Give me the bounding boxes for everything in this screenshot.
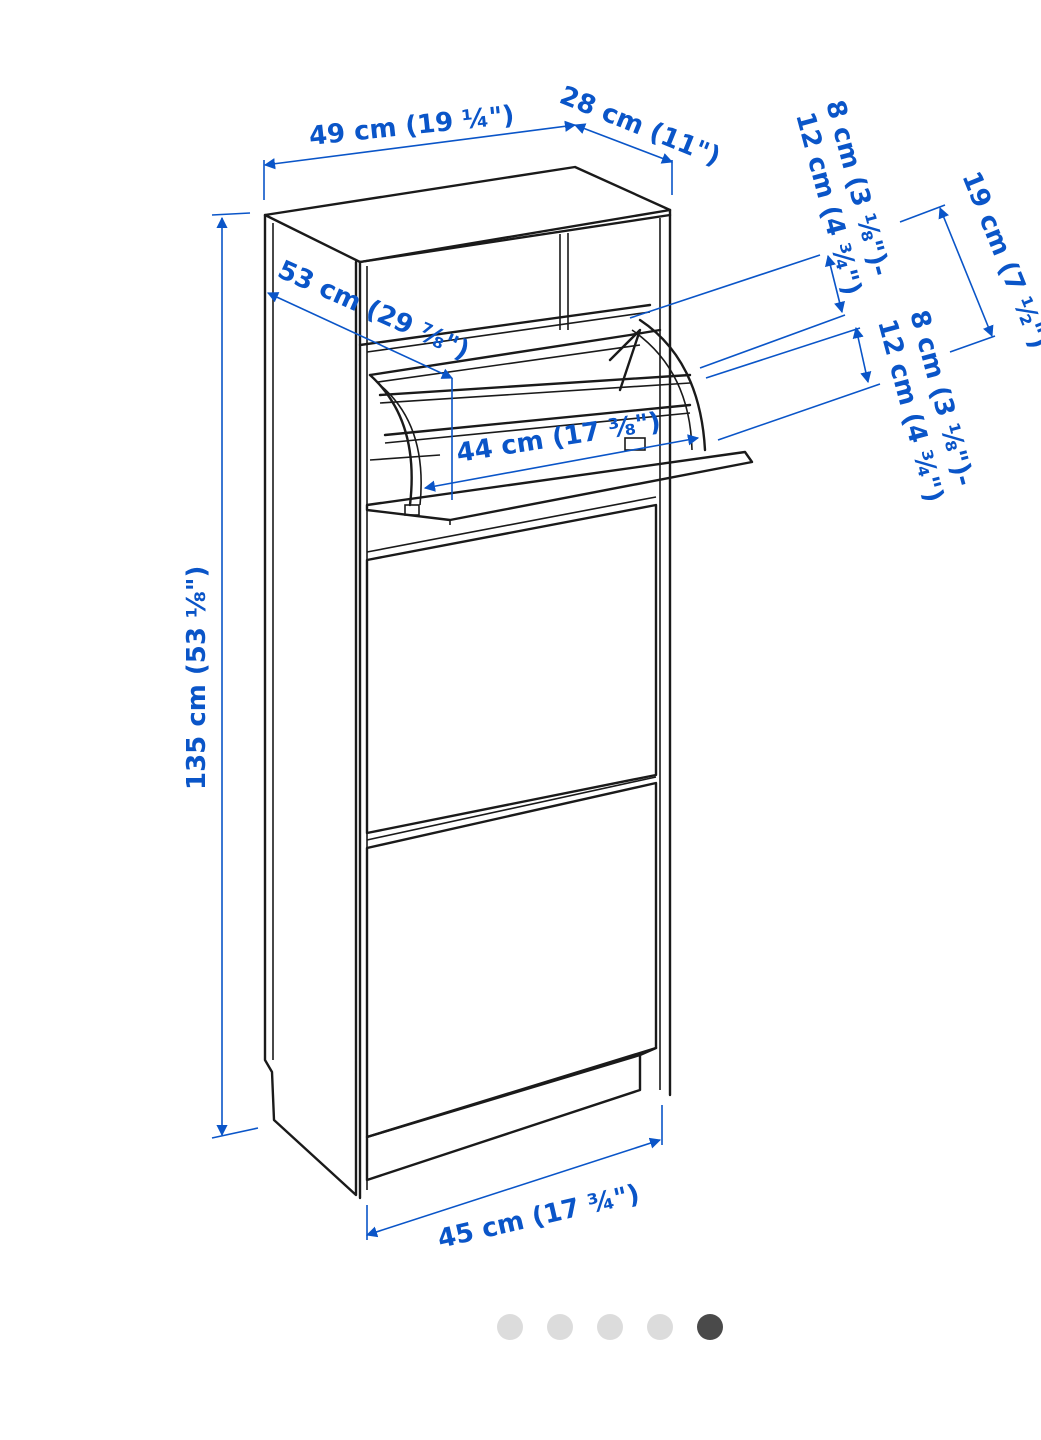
dimension-compartment-b: 19 cm (7 ½") — [956, 167, 1041, 353]
carousel-dot-2[interactable] — [547, 1314, 573, 1340]
product-dimension-diagram: 49 cm (19 ¼") 28 cm (11") 135 cm (53 ⅛")… — [182, 81, 1041, 1255]
carousel-dot-1[interactable] — [497, 1314, 523, 1340]
carousel-dot-5[interactable] — [697, 1314, 723, 1340]
shoe-cabinet-drawing — [263, 165, 754, 1200]
dimension-lines — [211, 120, 996, 1240]
image-carousel-indicator — [497, 1314, 723, 1340]
carousel-dot-4[interactable] — [647, 1314, 673, 1340]
dimension-width-bottom: 45 cm (17 ¾") — [435, 1179, 643, 1255]
dimension-height: 135 cm (53 ⅛") — [182, 566, 212, 790]
dimension-open-depth: 53 cm (29 ⅞") — [273, 255, 474, 366]
dimension-inner-width: 44 cm (17 ⅜") — [454, 407, 662, 469]
dimension-width-top: 49 cm (19 ¼") — [308, 101, 516, 152]
carousel-dot-3[interactable] — [597, 1314, 623, 1340]
